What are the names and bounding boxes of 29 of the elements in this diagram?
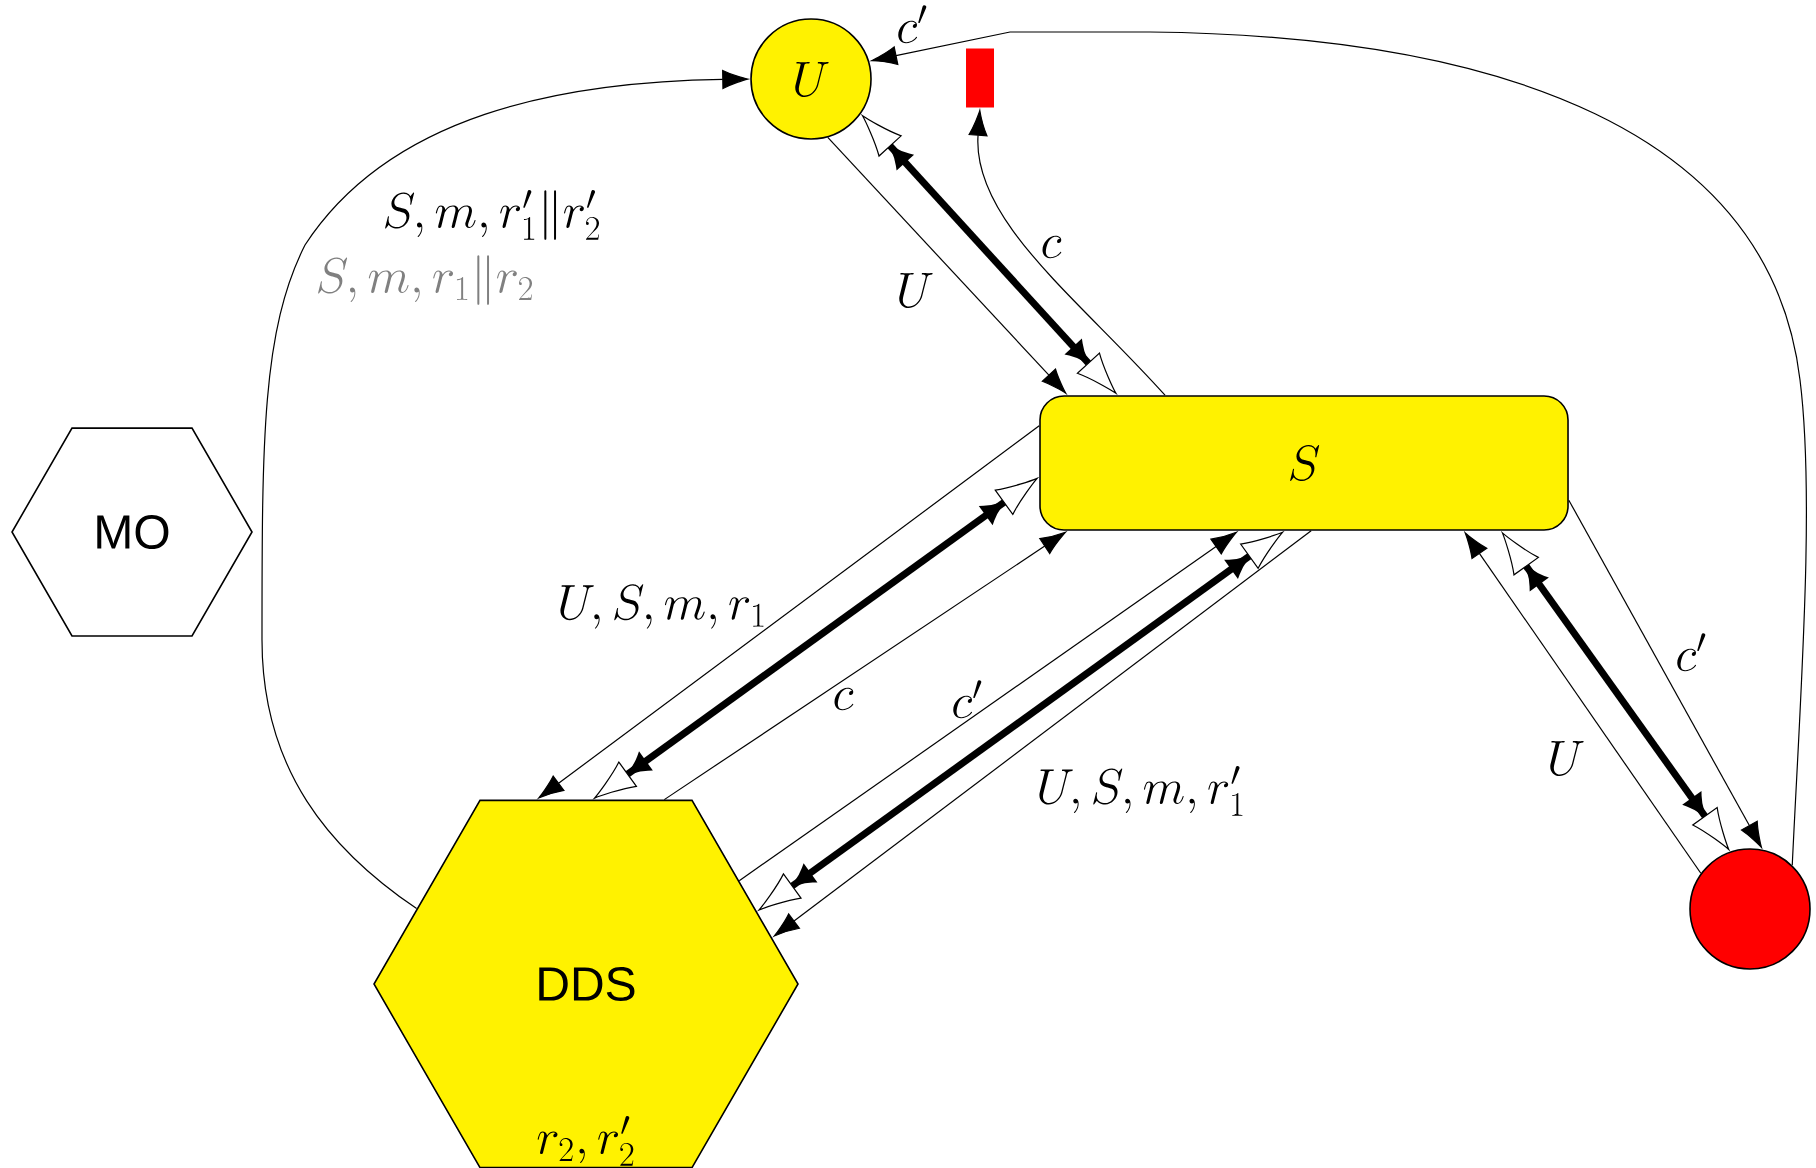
rounded-box: $S$	[1039, 395, 1569, 531]
hexagon-node: DDS $r_2,r'_2$	[373, 799, 799, 1168]
curved-arrow	[968, 109, 1166, 396]
bar-marker	[966, 48, 994, 108]
edge-label: $U,S,m,r'_1$	[1039, 766, 1243, 816]
thick-arrow	[861, 115, 1117, 394]
edge-label: $U$	[1550, 741, 1584, 777]
arrow	[738, 531, 1237, 882]
edge-label: $c$	[834, 687, 854, 711]
math-label: $S,m,r_1\|r_2$	[318, 255, 533, 305]
edge-label: $U,S,m,r_1$	[560, 584, 764, 629]
edge-label: $c'$	[898, 5, 927, 44]
arrow	[1568, 499, 1762, 848]
hexagon-node: MO	[11, 427, 253, 637]
curved-arrow	[871, 31, 1807, 866]
edge-label: $c'$	[1677, 633, 1706, 672]
arrow	[827, 136, 1067, 394]
arrow	[663, 531, 1066, 801]
thick-arrow	[593, 477, 1038, 799]
edge-label: $S,m,r'_1\|r'_2$	[385, 190, 600, 240]
edge-label: $c'$	[953, 680, 982, 719]
edge-label: $U$	[899, 273, 933, 309]
arrow	[538, 425, 1040, 799]
circle-node	[1689, 848, 1811, 970]
circle-node: $U$	[750, 18, 872, 140]
edge-label: $c$	[1042, 235, 1062, 259]
arrow	[1464, 532, 1702, 874]
curved-arrow	[261, 69, 749, 910]
thick-arrow	[1501, 532, 1730, 851]
